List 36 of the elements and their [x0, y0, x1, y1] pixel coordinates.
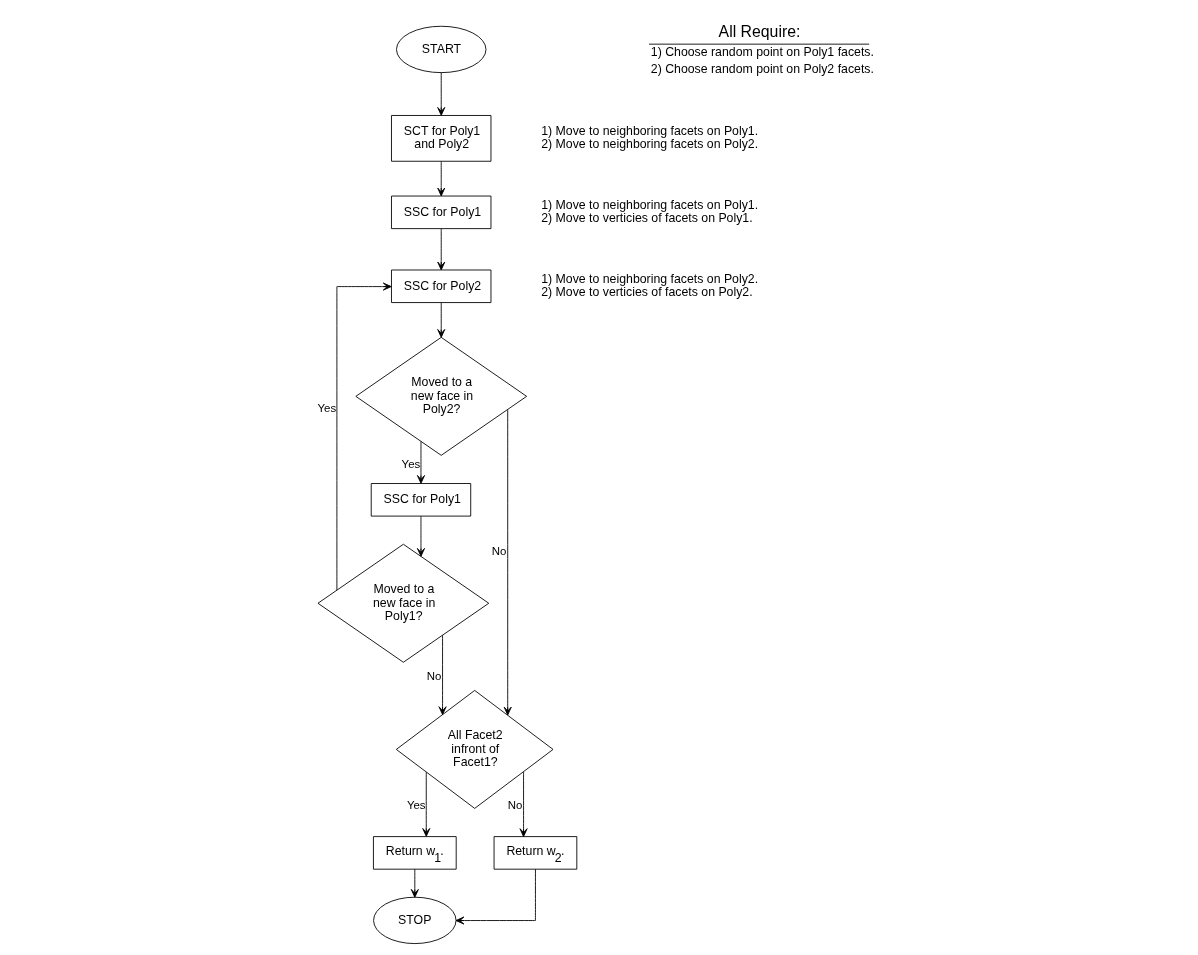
edge-label: Yes	[401, 457, 420, 470]
node-diamond: Moved to a new face in Poly1?	[317, 543, 489, 663]
node-box: SSC for Poly1	[370, 483, 471, 517]
arrow	[436, 160, 445, 197]
node-label: 2) Move to neighboring facets on Poly2.	[540, 137, 758, 152]
edge-label: Yes	[406, 799, 426, 812]
arrow	[455, 868, 536, 925]
node-ellipse: START	[395, 25, 486, 74]
arrow	[421, 771, 430, 837]
arrow	[503, 409, 512, 716]
node-label: 1) Move to neighboring facets on Poly1.	[540, 124, 758, 139]
arrow	[436, 228, 445, 271]
edge-label: No	[426, 670, 441, 683]
node-box: SCT for Poly1 and Poly2	[390, 115, 491, 162]
node-box: SSC for Poly2	[390, 269, 491, 303]
arrow	[416, 441, 425, 484]
label: All Require:	[718, 22, 800, 40]
arrow	[410, 868, 419, 898]
node-label: 1) Move to neighboring facets on Poly1.	[540, 197, 758, 212]
arrow	[438, 634, 447, 716]
arrow	[436, 72, 445, 116]
label: 2) Choose random point on Poly2 facets.	[650, 61, 874, 76]
edge-label: Yes	[317, 401, 336, 414]
edge-label: No	[491, 545, 506, 558]
arrow	[335, 282, 392, 591]
node-label: 2) Move to verticies of facets on Poly2.	[540, 285, 753, 300]
arrow	[519, 771, 528, 838]
node-ellipse: STOP	[372, 896, 456, 945]
node-box: SSC for Poly1	[390, 195, 491, 230]
node-label: 1) Move to neighboring facets on Poly2.	[540, 271, 758, 286]
node-diamond: Moved to a new face in Poly2?	[354, 336, 527, 456]
edge-label: No	[507, 799, 522, 812]
node-label: 2) Move to verticies of facets on Poly1.	[540, 211, 753, 226]
arrow	[436, 302, 445, 338]
label: 1) Choose random point on Poly1 facets.	[650, 44, 874, 59]
arrow	[416, 515, 425, 557]
